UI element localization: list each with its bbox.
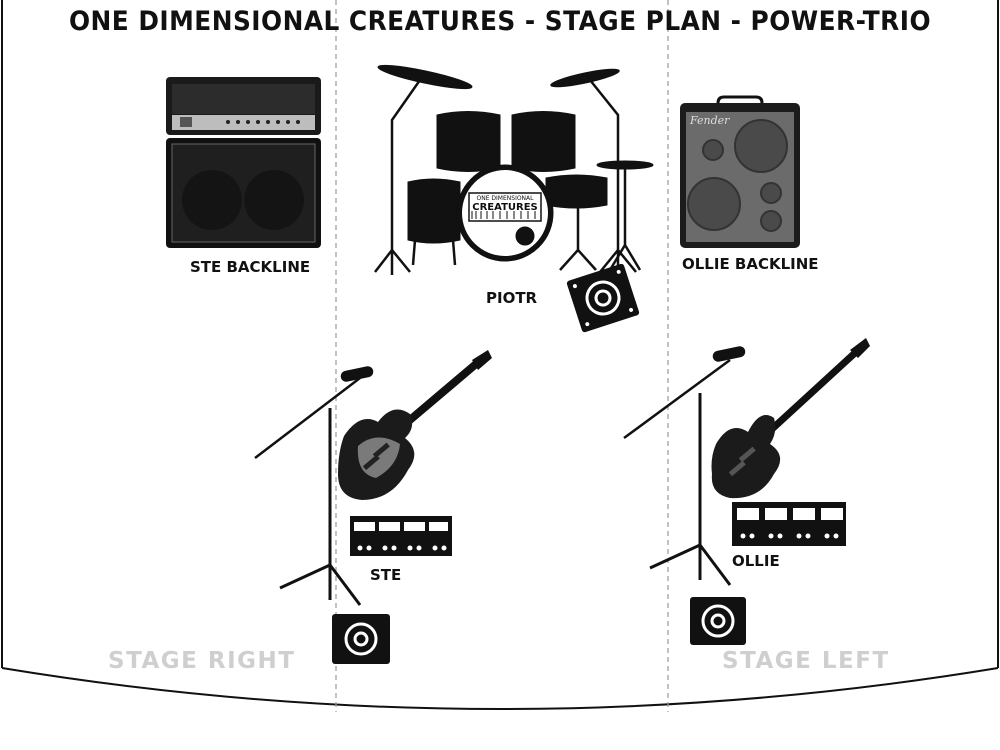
drum-kit-icon: ONE DIMENSIONAL CREATURES [374,64,654,275]
guitar-amp-icon [166,77,321,248]
bass-drum-logo-line2: CREATURES [472,202,538,213]
electric-guitar-icon [338,350,492,500]
bass-drum-logo-line1: ONE DIMENSIONAL [477,195,535,202]
ollie-mic-stand-icon [623,346,746,586]
ste-pedalboard-icon [350,516,452,556]
ollie-pedalboard-icon [732,502,846,546]
ste-backline-label: STE BACKLINE [190,258,311,276]
ollie-backline-label: OLLIE BACKLINE [682,255,819,273]
ste-label: STE [370,566,402,584]
ollie-monitor-icon [690,597,746,645]
piotr-label: PIOTR [486,289,538,307]
page-title: ONE DIMENSIONAL CREATURES - STAGE PLAN -… [68,6,932,37]
stage-right-label: STAGE RIGHT [108,648,296,674]
stage-left-label: STAGE LEFT [722,648,890,674]
bass-guitar-icon [711,338,870,499]
stage-dividers [335,0,669,712]
amp-brand-logo: Fender [689,114,730,127]
ste-monitor-icon [332,614,390,664]
ollie-label: OLLIE [732,552,780,570]
ste-mic-stand-icon [254,366,374,606]
drum-monitor-icon [566,263,640,333]
bass-amp-icon: Fender [680,95,800,248]
stage-outline [1,0,999,710]
